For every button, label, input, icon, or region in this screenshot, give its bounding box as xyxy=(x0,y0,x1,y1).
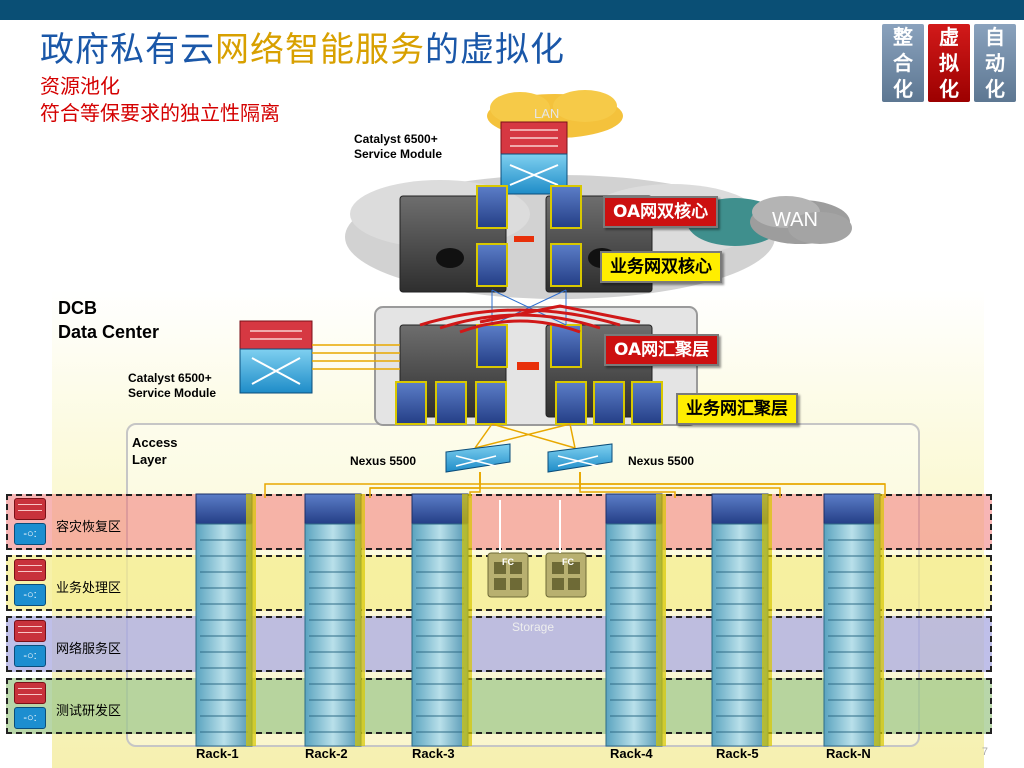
firewall-icon xyxy=(14,620,46,642)
storage-label: Storage xyxy=(512,620,555,634)
rack-label-n: Rack-N xyxy=(826,746,871,761)
ids-icon: -○: xyxy=(14,645,46,667)
tab-char: 整 xyxy=(893,25,913,49)
catalyst-left-links xyxy=(312,344,400,370)
oa-agg-callout: OA网汇聚层 xyxy=(604,334,720,366)
title-part-2: 网络智能服务 xyxy=(215,30,425,70)
firewall-icon xyxy=(14,498,46,520)
firewall-icon xyxy=(14,682,46,704)
nexus-left xyxy=(445,443,511,473)
page-title: 政府私有云网络智能服务的虚拟化 xyxy=(40,22,565,71)
rack-label-5: Rack-5 xyxy=(716,746,759,761)
tab-char: 拟 xyxy=(939,51,959,75)
subtitle-line-2: 符合等保要求的独立性隔离 xyxy=(40,101,280,125)
core-modules xyxy=(476,185,582,287)
catalyst-top-label: Catalyst 6500+Service Module xyxy=(354,132,442,162)
ids-icon: -○: xyxy=(14,584,46,606)
biz-agg-callout: 业务网汇聚层 xyxy=(676,393,798,425)
tab-char: 化 xyxy=(985,77,1005,101)
top-bar xyxy=(0,0,1024,20)
biz-core-callout: 业务网双核心 xyxy=(600,251,722,283)
stage-tabs: 整合化 虚拟化 自动化 xyxy=(882,24,1022,102)
zone-label: 业务处理区 xyxy=(56,581,122,596)
title-part-3: 的虚拟化 xyxy=(425,30,565,70)
dcb-label: DCB Data Center xyxy=(58,296,159,344)
tab-integration[interactable]: 整合化 xyxy=(882,24,924,102)
rack-3 xyxy=(411,493,472,747)
catalyst-top-line-1: Catalyst 6500+ xyxy=(354,132,438,146)
access-line-2: Layer xyxy=(132,452,167,467)
tab-char: 合 xyxy=(893,51,913,75)
ids-icon: -○: xyxy=(14,707,46,729)
tab-char: 动 xyxy=(985,51,1005,75)
rack-label-1: Rack-1 xyxy=(196,746,239,761)
zone-label: 网络服务区 xyxy=(56,642,122,657)
agg-modules-top xyxy=(476,324,582,368)
catalyst-left-line-1: Catalyst 6500+ xyxy=(128,371,212,385)
rack-5 xyxy=(711,493,772,747)
tab-char: 化 xyxy=(893,77,913,101)
agg-nexus-links xyxy=(474,423,576,449)
rack-4 xyxy=(605,493,666,747)
storage-array-right xyxy=(545,552,587,598)
oa-core-callout: OA网双核心 xyxy=(603,196,719,228)
rack-label-3: Rack-3 xyxy=(412,746,455,761)
tab-virtualization[interactable]: 虚拟化 xyxy=(928,24,970,102)
catalyst-left-line-2: Service Module xyxy=(128,386,217,400)
wan-label: WAN xyxy=(772,209,818,231)
subtitle-line-1: 资源池化 xyxy=(40,74,120,98)
rack-1 xyxy=(195,493,256,747)
rack-2 xyxy=(304,493,365,747)
rack-n xyxy=(823,493,884,747)
nexus-right xyxy=(547,443,613,473)
tab-char: 化 xyxy=(939,77,959,101)
lan-label: LAN xyxy=(534,106,560,121)
nexus-left-label: Nexus 5500 xyxy=(350,454,417,468)
tab-char: 自 xyxy=(985,25,1005,49)
storage-array-left xyxy=(487,552,529,598)
tab-char: 虚 xyxy=(939,25,959,49)
rack-label-2: Rack-2 xyxy=(305,746,348,761)
oa-red-links xyxy=(419,304,641,334)
nexus-rack-links xyxy=(264,472,886,498)
vss-link xyxy=(517,362,539,370)
title-part-1: 政府私有云 xyxy=(40,30,215,70)
storage-fc-right: FC xyxy=(562,557,574,567)
dcb-line-1: DCB xyxy=(58,298,97,318)
tab-automation[interactable]: 自动化 xyxy=(974,24,1016,102)
catalyst-top-line-2: Service Module xyxy=(354,147,443,161)
catalyst-left-label: Catalyst 6500+Service Module xyxy=(128,371,216,401)
page-number: 7 xyxy=(981,746,988,758)
zone-label: 测试研发区 xyxy=(56,704,122,719)
rack-label-4: Rack-4 xyxy=(610,746,653,761)
access-line-1: Access xyxy=(132,435,178,450)
dcb-line-2: Data Center xyxy=(58,322,160,342)
catalyst-top-device xyxy=(500,121,568,195)
storage-fc-left: FC xyxy=(502,557,514,567)
ids-icon: -○: xyxy=(14,523,46,545)
agg-modules-bottom xyxy=(395,381,663,425)
nexus-right-label: Nexus 5500 xyxy=(628,454,695,468)
firewall-icon xyxy=(14,559,46,581)
zone-label: 容灾恢复区 xyxy=(56,520,122,535)
catalyst-left-device xyxy=(239,320,313,394)
